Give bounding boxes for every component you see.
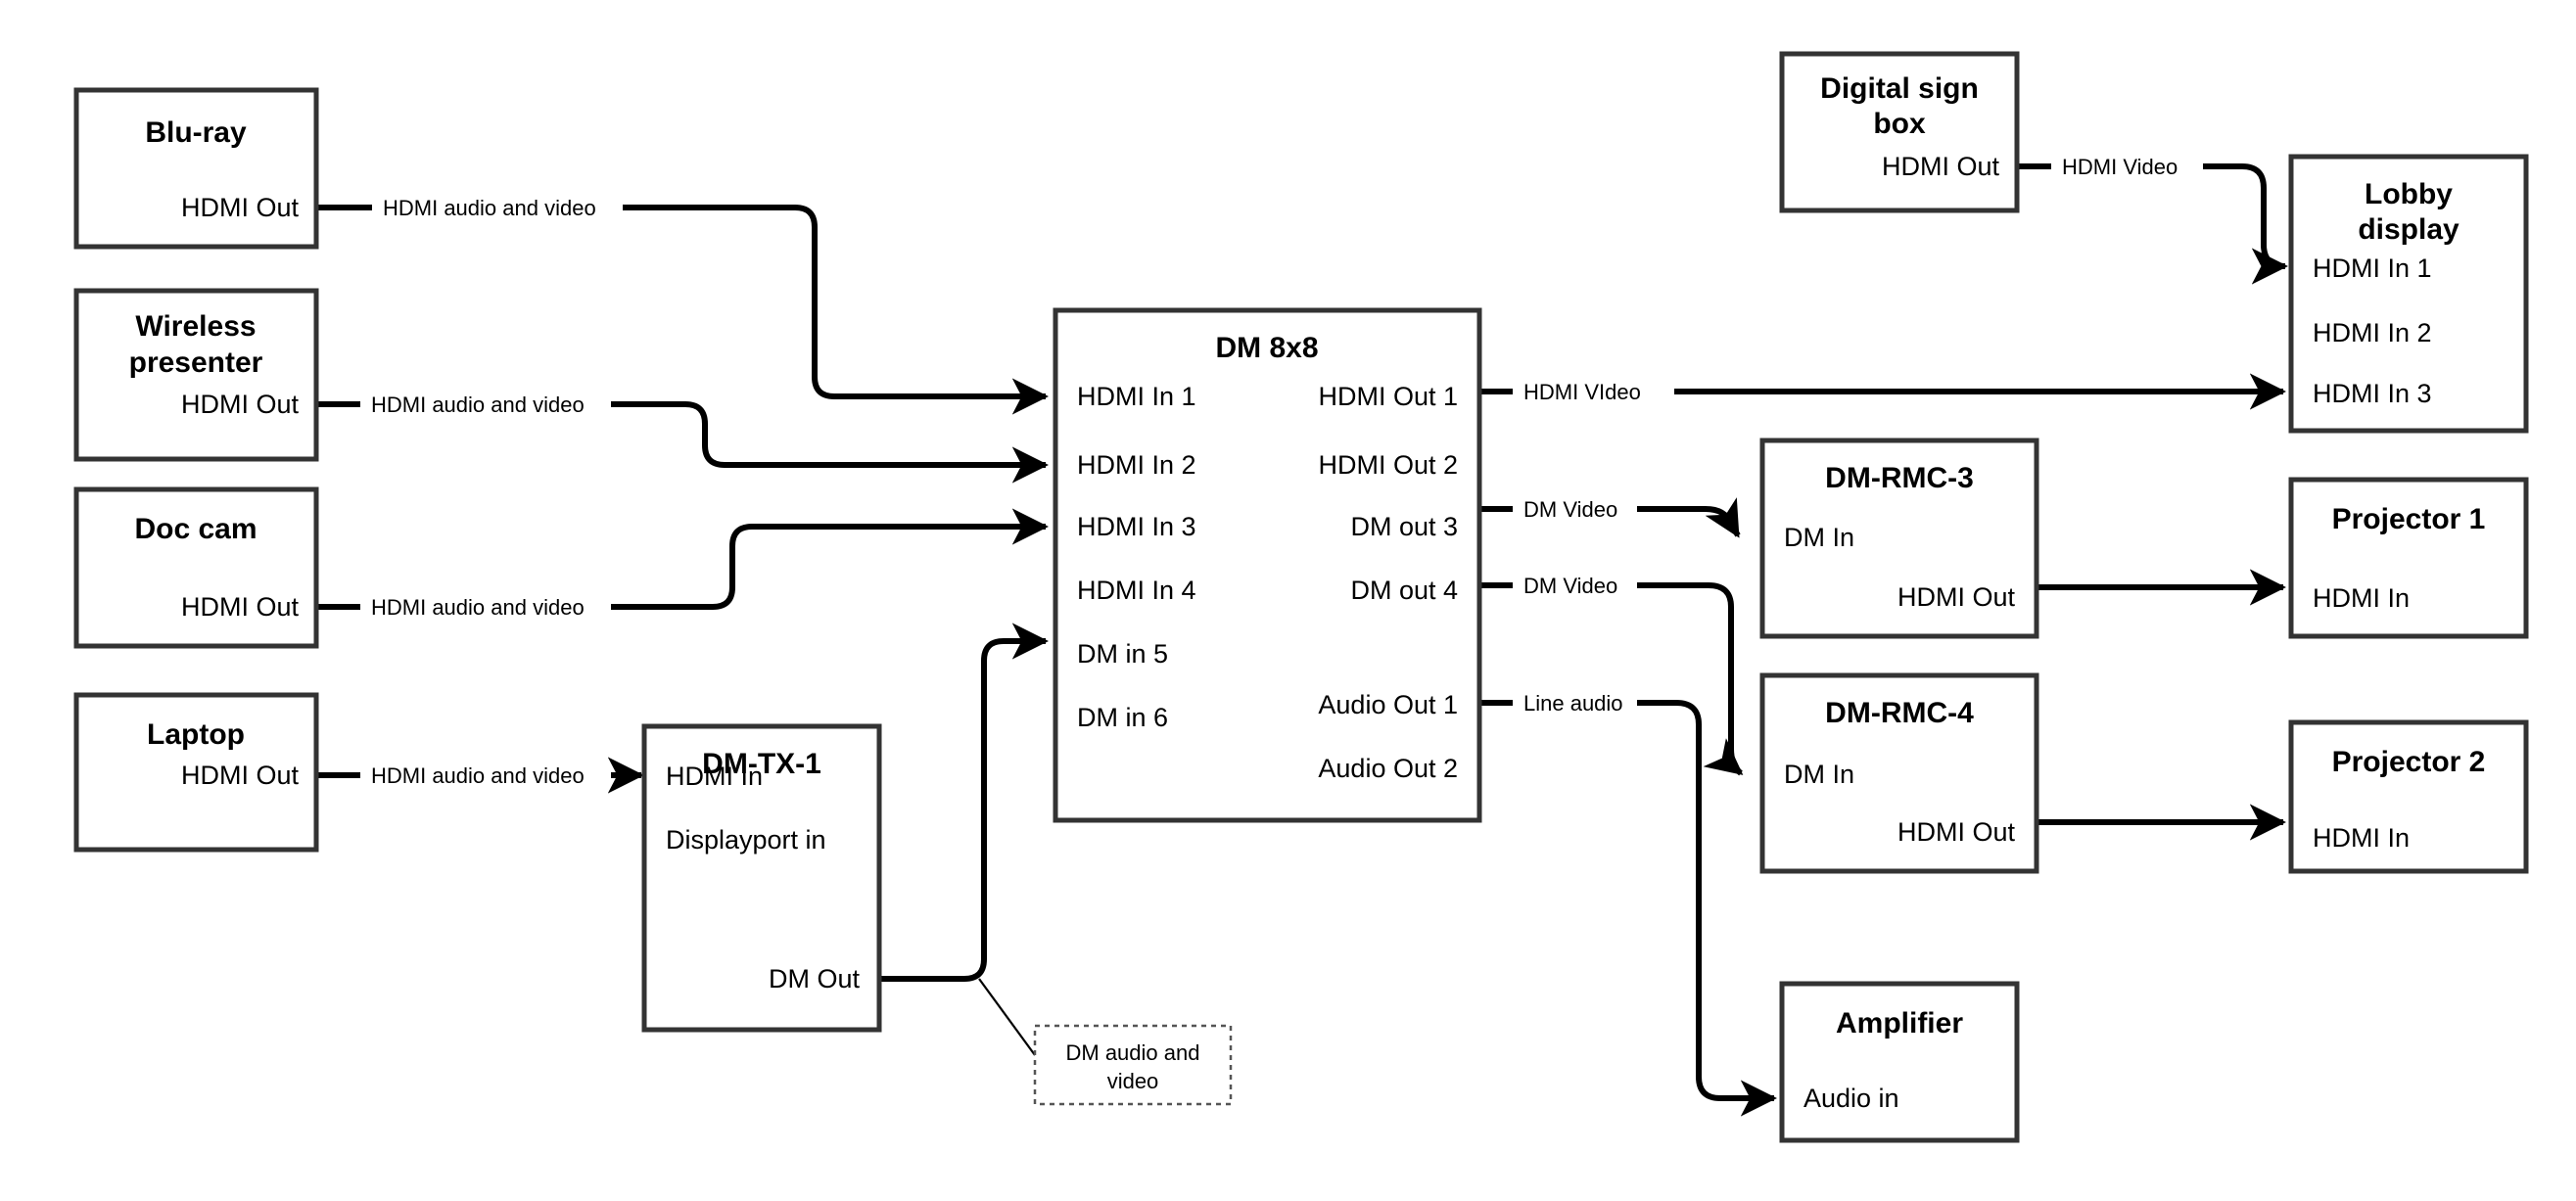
callout-dm-audio-and-video: DM audio and video — [1033, 1024, 1233, 1106]
wire-bluray-to-dm8x8 — [623, 205, 1049, 415]
dm-rmc-3-title: DM-RMC-3 — [1825, 462, 1974, 494]
dm-tx-1-box[interactable] — [641, 723, 882, 1033]
wireless-presenter-port-hdmi-out: HDMI Out — [181, 390, 300, 419]
node-amplifier[interactable]: Amplifier Audio in — [1779, 981, 2020, 1143]
lobby-display-input-hdmi-in-1: HDMI In 1 — [2313, 254, 2432, 283]
wire-dm8x8-to-rmc4 — [1637, 582, 1744, 776]
bluray-port-hdmi-out: HDMI Out — [181, 193, 300, 222]
projector-2-box[interactable] — [2288, 719, 2529, 874]
dm-8x8-input-hdmi-in-3: HDMI In 3 — [1077, 512, 1196, 541]
laptop-title: Laptop — [147, 718, 245, 751]
edge-label-sign-to-lobby: HDMI Video — [2062, 155, 2178, 179]
wire-dm8x8-to-amplifier — [1637, 700, 1777, 1117]
dm-8x8-output-dm-out-4: DM out 4 — [1350, 576, 1458, 605]
projector-1-box[interactable] — [2288, 477, 2529, 639]
dm-8x8-input-hdmi-in-1: HDMI In 1 — [1077, 382, 1196, 411]
dm-rmc-3-port-hdmi-out: HDMI Out — [1897, 582, 2016, 612]
digital-sign-title-line1: Digital sign — [1820, 72, 1979, 105]
dm-8x8-output-hdmi-out-2: HDMI Out 2 — [1318, 450, 1458, 480]
wire-sign-to-lobby — [2203, 163, 2288, 285]
node-dm-rmc-3[interactable]: DM-RMC-3 DM In HDMI Out — [1759, 438, 2039, 639]
wireless-presenter-title-line1: Wireless — [135, 310, 256, 343]
dm-8x8-output-audio-out-2: Audio Out 2 — [1318, 754, 1458, 783]
edge-label-doccam-to-dm8x8: HDMI audio and video — [371, 595, 585, 620]
dm-8x8-output-dm-out-3: DM out 3 — [1350, 512, 1458, 541]
dm-rmc-4-title: DM-RMC-4 — [1825, 697, 1974, 729]
wireless-presenter-box[interactable] — [73, 288, 319, 462]
dm-8x8-title: DM 8x8 — [1215, 332, 1318, 364]
node-projector-1[interactable]: Projector 1 HDMI In — [2288, 477, 2529, 639]
dm-8x8-input-dm-in-5: DM in 5 — [1077, 639, 1168, 669]
laptop-box[interactable] — [73, 692, 319, 853]
dm-8x8-input-hdmi-in-4: HDMI In 4 — [1077, 576, 1196, 605]
dm-tx-1-port-displayport-in: Displayport in — [666, 825, 826, 855]
digital-sign-port-hdmi-out: HDMI Out — [1882, 152, 2000, 181]
dm-rmc-4-port-dm-in: DM In — [1784, 760, 1854, 789]
callout-text-line2: video — [1107, 1069, 1159, 1093]
amplifier-box[interactable] — [1779, 981, 2020, 1143]
dm-8x8-output-audio-out-1: Audio Out 1 — [1318, 690, 1458, 719]
dm-8x8-input-hdmi-in-2: HDMI In 2 — [1077, 450, 1196, 480]
node-dm-rmc-4[interactable]: DM-RMC-4 DM In HDMI Out — [1759, 672, 2039, 874]
dm-rmc-3-port-dm-in: DM In — [1784, 523, 1854, 552]
digital-sign-box[interactable] — [1779, 51, 2020, 213]
edge-label-dm8x8-to-rmc4: DM Video — [1523, 574, 1617, 598]
node-wireless-presenter[interactable]: Wireless presenter HDMI Out — [73, 288, 319, 462]
dm-8x8-output-hdmi-out-1: HDMI Out 1 — [1318, 382, 1458, 411]
projector-1-title: Projector 1 — [2332, 503, 2486, 535]
digital-sign-title-line2: box — [1873, 108, 1926, 140]
node-digital-sign-box[interactable]: Digital sign box HDMI Out — [1779, 51, 2020, 213]
edge-label-laptop-to-dmtx1: HDMI audio and video — [371, 763, 585, 788]
doc-cam-box[interactable] — [73, 486, 319, 649]
lobby-display-input-hdmi-in-3: HDMI In 3 — [2313, 379, 2432, 408]
node-dm-8x8[interactable]: DM 8x8 HDMI In 1 HDMI In 2 HDMI In 3 HDM… — [1053, 307, 1482, 823]
laptop-port-hdmi-out: HDMI Out — [181, 761, 300, 790]
callout-box — [1033, 1024, 1233, 1106]
doc-cam-port-hdmi-out: HDMI Out — [181, 592, 300, 622]
wireless-presenter-title-line2: presenter — [129, 346, 263, 379]
lobby-display-title-line2: display — [2358, 213, 2459, 246]
lobby-display-input-hdmi-in-2: HDMI In 2 — [2313, 318, 2432, 347]
amplifier-port-audio-in: Audio in — [1803, 1084, 1899, 1113]
dm-tx-1-port-hdmi-in: HDMI In — [666, 762, 763, 791]
edge-label-wireless-to-dm8x8: HDMI audio and video — [371, 393, 585, 417]
bluray-box[interactable] — [73, 87, 319, 250]
dm-tx-1-port-dm-out: DM Out — [769, 964, 861, 993]
node-projector-2[interactable]: Projector 2 HDMI In — [2288, 719, 2529, 874]
dm-8x8-input-dm-in-6: DM in 6 — [1077, 703, 1168, 732]
wire-doccam-to-dm8x8 — [611, 508, 1049, 610]
projector-2-title: Projector 2 — [2332, 746, 2486, 778]
wire-wireless-to-dm8x8 — [611, 401, 1049, 484]
dm-rmc-4-box[interactable] — [1759, 672, 2039, 874]
edge-label-dm8x8-to-amplifier: Line audio — [1523, 691, 1623, 716]
wire-dm8x8-to-rmc3 — [1637, 497, 1741, 538]
amplifier-title: Amplifier — [1836, 1007, 1963, 1039]
callout-text-line1: DM audio and — [1066, 1040, 1200, 1065]
edge-label-dm8x8-to-rmc3: DM Video — [1523, 497, 1617, 522]
bluray-title: Blu-ray — [145, 116, 247, 149]
node-doc-cam[interactable]: Doc cam HDMI Out — [73, 486, 319, 649]
node-lobby-display[interactable]: Lobby display HDMI In 1 HDMI In 2 HDMI I… — [2288, 154, 2529, 434]
edge-label-dm8x8-to-lobby: HDMI VIdeo — [1523, 380, 1641, 404]
node-dm-tx-1[interactable]: DM-TX-1 HDMI In Displayport in DM Out — [641, 723, 882, 1033]
node-laptop[interactable]: Laptop HDMI Out — [73, 692, 319, 853]
lobby-display-box[interactable] — [2288, 154, 2529, 434]
lobby-display-title-line1: Lobby — [2365, 178, 2453, 210]
callout-leader-line — [978, 978, 1036, 1056]
projector-1-port-hdmi-in: HDMI In — [2313, 583, 2410, 613]
wire-dmtx1-to-dm8x8 — [879, 623, 1049, 982]
edge-label-bluray-to-dm8x8: HDMI audio and video — [383, 196, 596, 220]
projector-2-port-hdmi-in: HDMI In — [2313, 823, 2410, 853]
doc-cam-title: Doc cam — [134, 513, 257, 545]
dm-tx-1-title: DM-TX-1 — [702, 748, 821, 780]
dm-rmc-4-port-hdmi-out: HDMI Out — [1897, 817, 2016, 847]
node-bluray[interactable]: Blu-ray HDMI Out — [73, 87, 319, 250]
dm-rmc-3-box[interactable] — [1759, 438, 2039, 639]
dm-8x8-box[interactable] — [1053, 307, 1482, 823]
